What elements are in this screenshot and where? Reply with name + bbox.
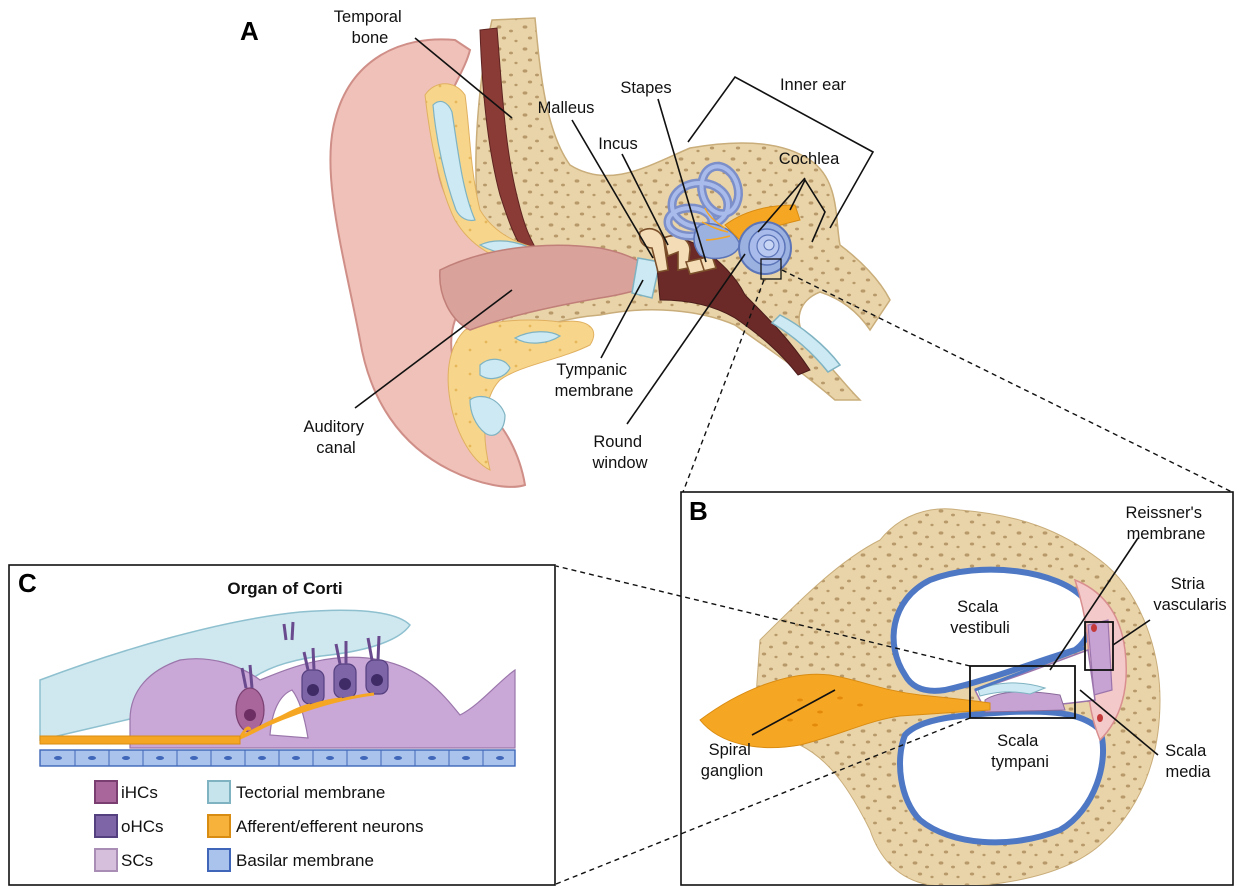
vessel-1 (1091, 624, 1097, 632)
legend-swatch-basilar (208, 849, 230, 871)
label-temporal-bone: Temporal bone (334, 8, 406, 47)
legend-label-ihcs: iHCs (121, 783, 158, 802)
neuron-bundle (40, 736, 240, 744)
label-cochlea: Cochlea (779, 150, 840, 168)
label-auditory-canal: Auditory canal (303, 418, 368, 457)
legend-item-scs: SCs (95, 849, 153, 871)
legend-item-ihcs: iHCs (95, 781, 158, 803)
inner-hair-cell (236, 688, 264, 732)
legend-label-neurons: Afferent/efferent neurons (236, 817, 423, 836)
cochlea-shape (739, 222, 791, 274)
legend-item-ohcs: oHCs (95, 815, 164, 837)
organ-corti-mini (985, 692, 1065, 712)
label-stapes: Stapes (620, 79, 671, 97)
legend-item-neurons: Afferent/efferent neurons (208, 815, 423, 837)
legend-swatch-scs (95, 849, 117, 871)
label-inner-ear: Inner ear (780, 76, 847, 94)
basilar-membrane (40, 750, 515, 766)
legend-label-ohcs: oHCs (121, 817, 164, 836)
vessel-2 (1097, 714, 1103, 722)
legend-swatch-ihcs (95, 781, 117, 803)
panel-a-letter: A (240, 16, 259, 46)
panel-b: B Reissner's membrane Stria vascularis S… (681, 492, 1233, 886)
legend-swatch-tectorial (208, 781, 230, 803)
legend-label-tectorial: Tectorial membrane (236, 783, 385, 802)
organ-of-corti-title: Organ of Corti (227, 579, 342, 598)
zoom-line-ab-right (782, 270, 1232, 492)
panel-b-letter: B (689, 496, 708, 526)
legend-label-basilar: Basilar membrane (236, 851, 374, 870)
legend-label-scs: SCs (121, 851, 153, 870)
legend-swatch-neurons (208, 815, 230, 837)
label-tympanic-membrane: Tympanic membrane (555, 361, 634, 400)
label-round-window: Round window (591, 433, 647, 472)
panel-c: C Organ of Corti iHCs oHCs SCs Tectorial… (9, 565, 555, 885)
label-incus: Incus (598, 135, 637, 153)
panel-a: A (240, 8, 890, 487)
label-malleus: Malleus (538, 99, 595, 117)
panel-c-letter: C (18, 568, 37, 598)
legend-swatch-ohcs (95, 815, 117, 837)
